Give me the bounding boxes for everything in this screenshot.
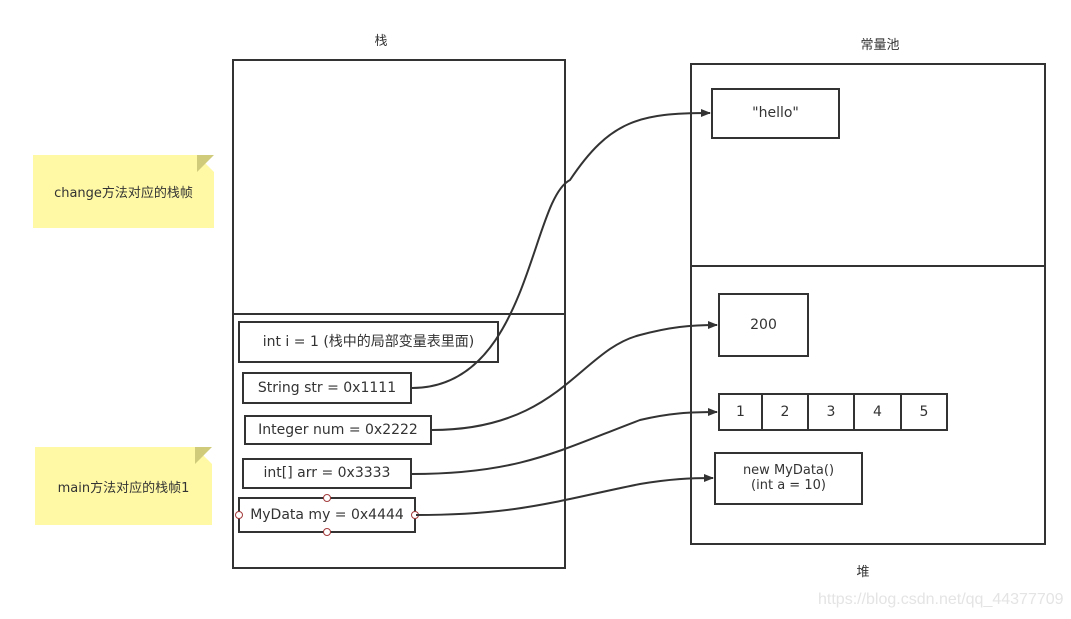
array-cell[interactable]: 3 — [807, 393, 855, 431]
heap-mydata-line1: new MyData() — [742, 462, 835, 478]
stack-entry-int-i[interactable]: int i = 1 (栈中的局部变量表里面) — [238, 321, 499, 363]
stack-entry-string-str-text: String str = 0x1111 — [257, 379, 397, 396]
resize-handle-right[interactable] — [411, 511, 419, 519]
note-main-frame-text: main方法对应的栈帧1 — [57, 480, 190, 496]
stack-title: 栈 — [374, 34, 388, 49]
constant-hello-text: "hello" — [752, 105, 799, 122]
stack-entry-mydata-my-text: MyData my = 0x4444 — [250, 506, 404, 523]
resize-handle-top[interactable] — [323, 494, 331, 502]
note-change-frame-text: change方法对应的栈帧 — [54, 186, 193, 201]
stack-frame-change[interactable] — [232, 59, 566, 315]
heap-title: 堆 — [856, 565, 870, 580]
heap-integer-200[interactable]: 200 — [718, 293, 809, 357]
array-cell-value: 3 — [826, 404, 836, 420]
stack-entry-string-str[interactable]: String str = 0x1111 — [242, 372, 412, 404]
array-cell-value: 4 — [873, 404, 882, 420]
array-cell[interactable]: 4 — [853, 393, 902, 431]
stack-entry-int-arr[interactable]: int[] arr = 0x3333 — [242, 458, 412, 489]
array-cell-value: 2 — [780, 404, 790, 420]
stack-entry-integer-num[interactable]: Integer num = 0x2222 — [244, 415, 432, 445]
constant-pool-title: 常量池 — [860, 38, 900, 53]
note-change-frame[interactable]: change方法对应的栈帧 — [33, 155, 214, 228]
heap-mydata-object[interactable]: new MyData() (int a = 10) — [714, 452, 863, 505]
watermark: https://blog.csdn.net/qq_44377709 — [818, 591, 1064, 608]
stack-entry-int-arr-text: int[] arr = 0x3333 — [263, 465, 391, 482]
array-cell[interactable]: 2 — [761, 393, 809, 431]
constant-hello[interactable]: "hello" — [711, 88, 840, 139]
array-cell[interactable]: 1 — [718, 393, 763, 431]
heap-mydata-line2: (int a = 10) — [751, 477, 826, 493]
stack-entry-integer-num-text: Integer num = 0x2222 — [258, 421, 418, 438]
resize-handle-left[interactable] — [235, 511, 243, 519]
array-cell-value: 5 — [919, 404, 929, 420]
note-main-frame[interactable]: main方法对应的栈帧1 — [35, 447, 212, 525]
stack-entry-int-i-text: int i = 1 (栈中的局部变量表里面) — [262, 333, 475, 350]
note-fold-icon — [195, 447, 212, 464]
heap-integer-200-text: 200 — [750, 316, 777, 333]
array-cell-value: 1 — [736, 404, 745, 420]
heap-array[interactable]: 1 2 3 4 5 — [718, 393, 948, 431]
resize-handle-bottom[interactable] — [323, 528, 331, 536]
array-cell[interactable]: 5 — [900, 393, 948, 431]
note-fold-icon — [197, 155, 214, 172]
